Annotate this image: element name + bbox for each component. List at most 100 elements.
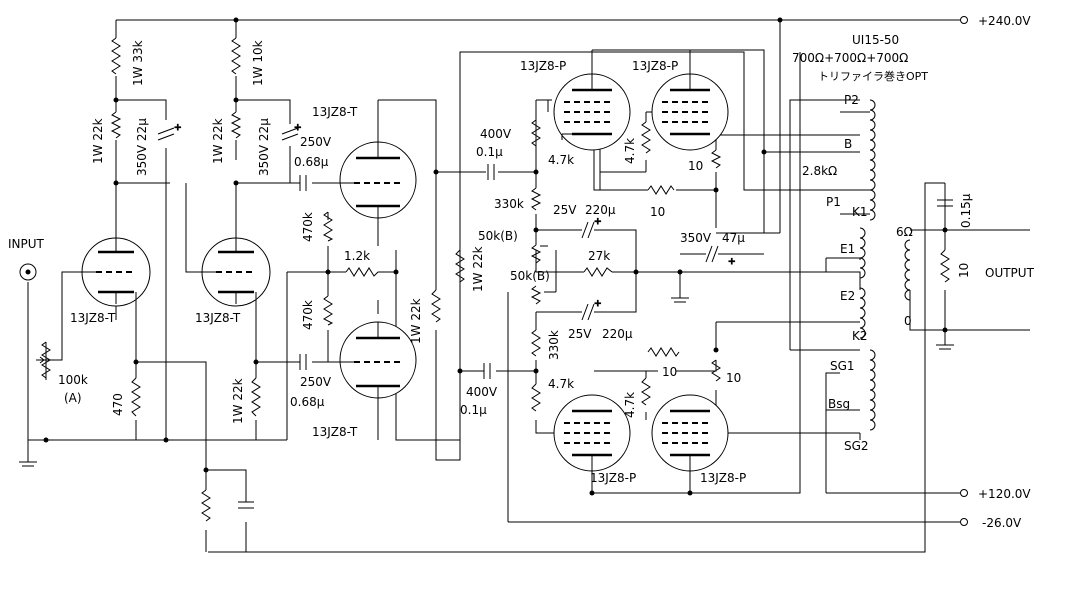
cap-01u-b bbox=[483, 363, 491, 379]
resistor-330k-b bbox=[531, 329, 541, 357]
label-4k7-d: 4.7k bbox=[623, 392, 637, 418]
label-1w22k-d: 1W 22k bbox=[409, 298, 423, 344]
resistor-4k7-a bbox=[531, 119, 541, 147]
output-cap-value: 0.15μ bbox=[959, 193, 973, 228]
cap-output-015u bbox=[937, 199, 953, 207]
opt-impedance: 700Ω+700Ω+700Ω bbox=[792, 51, 908, 65]
opt-tap-k1: K1 bbox=[852, 205, 868, 219]
resistor-470k-b bbox=[322, 295, 334, 326]
resistor-10-d bbox=[647, 347, 680, 357]
rail-120v-label: +120.0V bbox=[978, 487, 1031, 501]
opt-tap-z: 2.8kΩ bbox=[802, 164, 837, 178]
tube-pu2-label: 13JZ8-P bbox=[632, 59, 678, 73]
resistor-330k-a bbox=[530, 187, 542, 211]
label-50kb-b: 50k(B) bbox=[510, 269, 550, 283]
resistor-470 bbox=[131, 377, 141, 417]
cap-tail bbox=[238, 501, 254, 509]
rail-minus26v-label: -26.0V bbox=[982, 516, 1022, 530]
tube-v1-label: 13JZ8-T bbox=[70, 311, 116, 325]
resistor-10-c bbox=[647, 185, 675, 195]
bias-pot-b bbox=[530, 285, 556, 305]
cap-220u-a: + bbox=[574, 217, 602, 239]
resistor-1w22k-c bbox=[251, 377, 261, 417]
cap-068u-b bbox=[299, 354, 307, 370]
resistor-470k-a bbox=[322, 211, 334, 242]
tube-v4-label: 13JZ8-T bbox=[312, 425, 358, 439]
opt-tap-sg1: SG1 bbox=[830, 359, 855, 373]
label-350v47u-cap: 47μ bbox=[722, 231, 745, 245]
tube-pl1-label: 13JZ8-P bbox=[590, 471, 636, 485]
tube-v4 bbox=[339, 321, 417, 399]
label-350v22u-a: 350V 22μ bbox=[135, 118, 149, 176]
label-1k2: 1.2k bbox=[344, 249, 370, 263]
bias-pot-a bbox=[530, 244, 548, 264]
resistor-1w33k bbox=[111, 37, 121, 75]
tube-v1 bbox=[81, 237, 151, 307]
svg-text:+: + bbox=[294, 123, 302, 133]
cap-220u-b: + bbox=[576, 299, 602, 321]
label-330k-a: 330k bbox=[494, 197, 524, 211]
label-1w10k: 1W 10k bbox=[251, 40, 265, 86]
tube-pl2 bbox=[651, 394, 729, 472]
opt-type: トリファイラ巻きOPT bbox=[818, 70, 928, 83]
tube-v2-label: 13JZ8-T bbox=[195, 311, 241, 325]
resistor-4k7-d bbox=[641, 377, 651, 406]
svg-text:+: + bbox=[728, 257, 736, 267]
tube-v3-label: 13JZ8-T bbox=[312, 105, 358, 119]
opt-tap-e1: E1 bbox=[840, 242, 855, 256]
svg-text:+: + bbox=[594, 217, 602, 227]
label-4k7-a: 4.7k bbox=[548, 153, 574, 167]
wiring bbox=[27, 19, 1030, 553]
output-transformer bbox=[859, 99, 911, 431]
label-250v-a-cap: 0.68μ bbox=[294, 155, 329, 169]
junction-dots bbox=[43, 17, 948, 496]
label-4k7-c: 4.7k bbox=[548, 377, 574, 391]
rail-240v-label: +240.0V bbox=[978, 14, 1031, 28]
label-250v-a-volt: 250V bbox=[300, 135, 332, 149]
label-400v-b-cap: 0.1μ bbox=[460, 403, 487, 417]
cap-068u-a bbox=[299, 175, 307, 191]
label-25v-b-volt: 25V bbox=[568, 327, 592, 341]
cap-22u-b: + bbox=[281, 123, 302, 141]
output-res-value: 10 bbox=[957, 263, 971, 278]
label-470k-b: 470k bbox=[301, 300, 315, 330]
label-10-d: 10 bbox=[662, 365, 677, 379]
opt-tap-bsg: Bsg bbox=[828, 397, 850, 411]
tube-pu2 bbox=[651, 73, 729, 151]
tube-pu1-label: 13JZ8-P bbox=[520, 59, 566, 73]
resistors bbox=[110, 37, 950, 522]
cap-47u: + bbox=[700, 245, 736, 268]
label-250v-b-cap: 0.68μ bbox=[290, 395, 325, 409]
svg-text:+: + bbox=[594, 299, 602, 309]
capacitors: + + + + + bbox=[157, 123, 953, 509]
label-470: 470 bbox=[111, 393, 125, 416]
input-volume-pot bbox=[36, 341, 51, 379]
svg-text:+: + bbox=[174, 123, 182, 133]
label-1w22k-b: 1W 22k bbox=[211, 118, 225, 164]
opt-tap-b: B bbox=[844, 137, 852, 151]
label-10-c: 10 bbox=[650, 205, 665, 219]
tubes bbox=[81, 73, 729, 472]
output-label: OUTPUT bbox=[985, 266, 1035, 280]
label-400v-a-cap: 0.1μ bbox=[476, 145, 503, 159]
label-25v-a-volt: 25V bbox=[553, 203, 577, 217]
label-330k-b: 330k bbox=[547, 330, 561, 360]
opt-sec-0: 0 bbox=[904, 314, 912, 328]
opt-tap-sg2: SG2 bbox=[844, 439, 869, 453]
label-4k7-b: 4.7k bbox=[623, 138, 637, 164]
opt-tap-e2: E2 bbox=[840, 289, 855, 303]
tube-pl1 bbox=[553, 394, 631, 472]
tube-pu1 bbox=[553, 73, 631, 151]
resistor-1w22k-a bbox=[110, 111, 122, 139]
ground-symbols bbox=[19, 297, 954, 467]
label-400v-b-volt: 400V bbox=[466, 385, 498, 399]
label-25v-b-cap: 220μ bbox=[602, 327, 633, 341]
resistor-1w10k bbox=[231, 37, 241, 75]
opt-model: UI15-50 bbox=[852, 33, 899, 47]
tube-v3 bbox=[339, 140, 417, 220]
opt-sec-6ohm: 6Ω bbox=[896, 225, 913, 239]
resistor-27k bbox=[583, 267, 613, 277]
label-1w22k-e: 1W 22k bbox=[471, 246, 485, 292]
cap-01u-a bbox=[487, 164, 495, 180]
label-10-b: 10 bbox=[726, 371, 741, 385]
